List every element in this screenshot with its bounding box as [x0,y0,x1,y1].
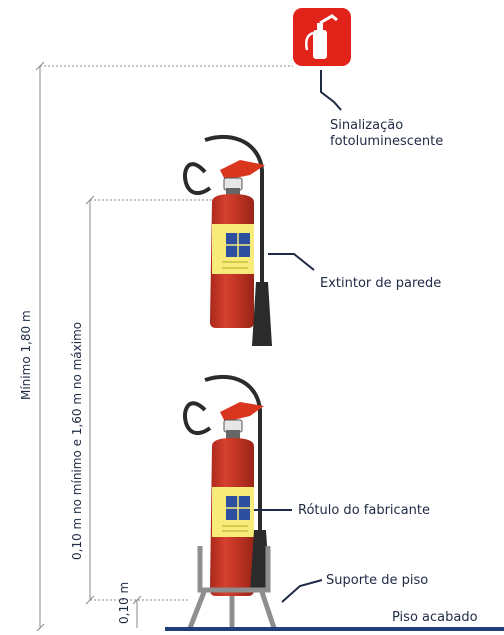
floor-stand [187,546,277,629]
floor-stand-label: Suporte de piso [326,573,429,588]
stand-height-label: 0,10 m [117,581,131,624]
sign-label-line-2: fotoluminescente [330,134,444,149]
manufacturer-label-label: Rótulo do fabricante [298,503,430,518]
wall-height-label: 0,10 m no mínimo e 1,60 m no máximo [70,321,84,560]
wall-extinguisher [183,134,272,346]
sign-label-line-1: Sinalização [330,118,404,133]
finished-floor-label: Piso acabado [392,610,478,625]
wall-extinguisher-leader [268,253,315,271]
fire-extinguisher-sign-icon [293,8,351,66]
wall-extinguisher-label: Extintor de parede [320,276,442,291]
sign-leader-line [320,70,342,111]
floor-stand-leader [281,579,323,603]
sign-height-label: Mínimo 1,80 m [19,310,33,400]
dimension-line-wall [85,195,215,605]
dimension-line-stand [132,595,142,628]
floor-extinguisher [183,374,270,596]
